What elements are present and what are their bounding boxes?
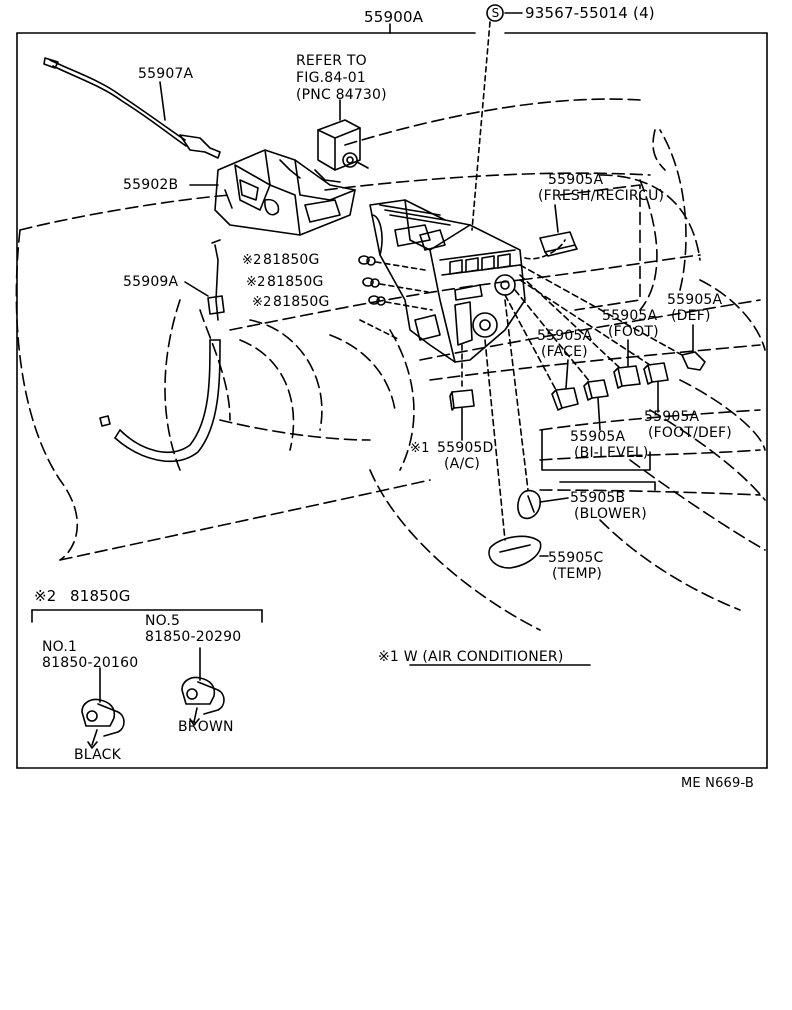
cable-55909A xyxy=(99,239,225,462)
knob-blower xyxy=(517,489,541,520)
button-foot xyxy=(613,365,641,389)
bracket-bilevel xyxy=(541,429,651,471)
screw-symbol: S xyxy=(491,6,500,20)
label-bulb2-prefix: ※2 xyxy=(246,275,266,290)
servo-motor xyxy=(317,119,369,171)
leader-bilevel xyxy=(597,397,601,431)
label-55909A: 55909A xyxy=(123,274,179,290)
label-55905A-foot: 55905A xyxy=(602,308,658,324)
legend-no1: NO.1 xyxy=(42,639,78,655)
label-55905C: 55905C xyxy=(548,550,604,566)
diagram-frame xyxy=(16,32,768,769)
label-footdef-desc: (FOOT/DEF) xyxy=(648,425,732,441)
button-bi-level xyxy=(583,379,609,401)
label-temp-desc: (TEMP) xyxy=(552,566,603,582)
legend-no5: NO.5 xyxy=(145,613,181,629)
screw-symbol-circle xyxy=(486,4,504,22)
cable-55907A xyxy=(43,57,221,159)
label-bulb1-prefix: ※2 xyxy=(242,253,262,268)
label-55905A-face: 55905A xyxy=(537,328,593,344)
bulb-no5-brown xyxy=(181,647,225,726)
label-screw-part: 93567-55014 (4) xyxy=(525,4,655,22)
label-ac-desc: (A/C) xyxy=(444,456,480,472)
leader-face xyxy=(565,359,569,389)
bulb-no1-black xyxy=(81,667,125,749)
button-fresh-recircu xyxy=(539,231,578,257)
knob-temp xyxy=(488,535,542,569)
leader-55907A xyxy=(159,81,166,121)
legend-no5-part: 81850-20290 xyxy=(145,629,242,645)
label-bulb3-prefix: ※2 xyxy=(252,295,272,310)
screw-leader-dashed xyxy=(471,21,491,231)
legend-title-prefix: ※2 xyxy=(34,587,57,605)
label-blower-desc: (BLOWER) xyxy=(574,506,647,522)
label-55905D: 55905D xyxy=(437,440,494,456)
label-face-desc: (FACE) xyxy=(541,344,588,360)
leader-blower xyxy=(539,497,569,503)
legend-black: BLACK xyxy=(74,747,122,763)
label-55907A: 55907A xyxy=(138,66,194,82)
leader-55909A xyxy=(184,281,209,297)
figure-code: ME N669-B xyxy=(681,776,755,791)
leader-fresh xyxy=(554,204,559,233)
button-def xyxy=(681,351,706,371)
legend-brown: BROWN xyxy=(178,719,234,735)
label-55905B: 55905B xyxy=(570,490,626,506)
button-ac xyxy=(449,389,475,411)
legend-title-part: 81850G xyxy=(70,587,131,605)
button-face xyxy=(551,387,579,411)
label-refer-line1: REFER TO xyxy=(296,53,367,69)
label-55900A: 55900A xyxy=(364,8,424,26)
label-55905A-footdef: 55905A xyxy=(644,409,700,425)
bulb-sockets-small xyxy=(358,255,386,306)
label-refer-line3: (PNC 84730) xyxy=(296,87,387,103)
legend-no1-part: 81850-20160 xyxy=(42,655,139,671)
label-ac-prefix: ※1 xyxy=(410,441,430,456)
heater-control-base xyxy=(214,149,356,236)
label-def-desc: (DEF) xyxy=(671,308,711,324)
label-bulb3: 81850G xyxy=(273,294,330,310)
heater-control-panel xyxy=(369,199,526,363)
label-55905A-def: 55905A xyxy=(667,292,723,308)
legend-note: ※1 W (AIR CONDITIONER) xyxy=(378,649,564,665)
button-foot-def xyxy=(643,362,669,385)
label-bulb2: 81850G xyxy=(267,274,324,290)
label-refer-line2: FIG.84-01 xyxy=(296,70,366,86)
label-bilevel-desc: (BI-LEVEL) xyxy=(574,445,649,461)
label-foot-desc: (FOOT) xyxy=(608,324,659,340)
label-bulb1: 81850G xyxy=(263,252,320,268)
legend-bracket xyxy=(31,609,263,623)
label-fresh-desc: (FRESH/RECIRCU) xyxy=(538,188,665,204)
label-55905A-fresh: 55905A xyxy=(548,172,604,188)
label-55902B: 55902B xyxy=(123,177,179,193)
label-55905A-bilevel: 55905A xyxy=(570,429,626,445)
